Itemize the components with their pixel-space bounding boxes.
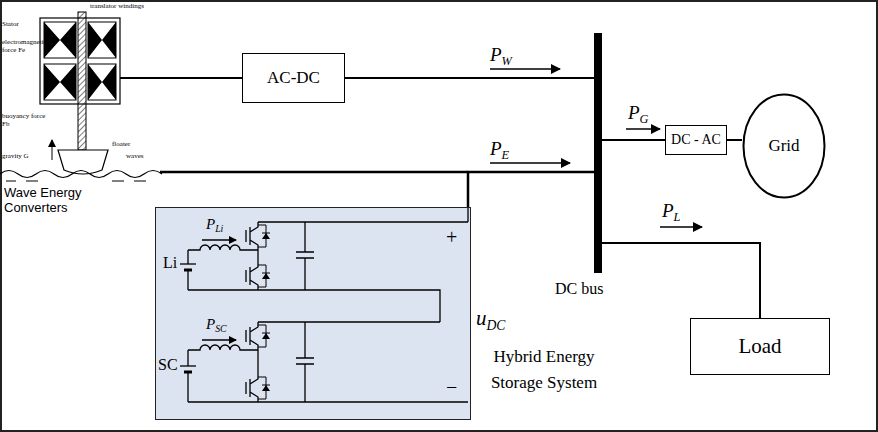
power-line	[727, 139, 742, 141]
subscript: E	[502, 148, 510, 162]
part-label: gravity G	[2, 152, 29, 160]
part-label: electromagnetic force Fe	[2, 38, 38, 54]
power-flow-arrow	[626, 128, 660, 130]
power-label: PW	[490, 44, 512, 69]
battery-label: SC	[158, 356, 178, 374]
grid-outline	[744, 95, 825, 198]
power-label: PG	[628, 102, 649, 127]
part-label: translator windings	[90, 2, 144, 10]
polarity-sign: +	[446, 226, 457, 249]
polarity-sign: −	[446, 376, 457, 399]
subscript: W	[502, 54, 512, 68]
voltage-label: uDC	[476, 306, 505, 333]
power-label: PL	[662, 200, 680, 225]
power-label: PLi	[206, 216, 223, 235]
wire	[160, 171, 468, 174]
subscript: SC	[215, 323, 226, 334]
node-label: Grid	[768, 136, 799, 156]
node-label: AC-DC	[267, 68, 320, 88]
dc-bus: DC bus	[594, 33, 602, 273]
subscript: L	[674, 210, 681, 224]
node-label: Hybrid Energy Storage System	[482, 344, 606, 396]
node-label: DC - AC	[671, 132, 721, 148]
subscript: DC	[487, 318, 506, 333]
power-flow-arrow	[660, 226, 702, 228]
igbt-symbol	[246, 322, 270, 350]
subscript: Li	[215, 223, 223, 234]
power-line	[602, 243, 760, 318]
wire	[120, 77, 242, 79]
load-box: Load	[690, 318, 830, 375]
power-label: PSC	[206, 316, 227, 335]
power-label: PE	[490, 138, 509, 163]
power-flow-arrow	[490, 162, 570, 164]
part-label: floater	[112, 140, 130, 148]
power-line	[602, 139, 665, 141]
storage-panel: Hybrid Energy Storage System	[155, 207, 471, 420]
igbt-symbol	[246, 374, 270, 402]
power-line	[468, 172, 594, 207]
panel-fill	[155, 207, 471, 420]
converter-circuit	[180, 207, 468, 402]
igbt-symbol	[246, 262, 270, 290]
power-line	[345, 77, 594, 79]
igbt-symbol	[246, 222, 270, 250]
grid-node: Grid	[742, 93, 826, 199]
part-label: waves	[126, 152, 144, 160]
converter-box: AC-DC	[242, 53, 345, 103]
power-flow-arrow	[490, 68, 560, 70]
component-caption: Wave Energy Converters	[4, 186, 104, 216]
battery-label: Li	[163, 254, 177, 272]
converter-box: DC - AC	[665, 125, 727, 155]
node-label: Load	[738, 334, 781, 358]
node-label: DC bus	[555, 280, 603, 298]
wave-energy-converter	[0, 12, 162, 181]
part-label: buoyancy force Fb	[2, 112, 50, 128]
part-label: Stator	[2, 20, 38, 28]
subscript: G	[640, 112, 649, 126]
